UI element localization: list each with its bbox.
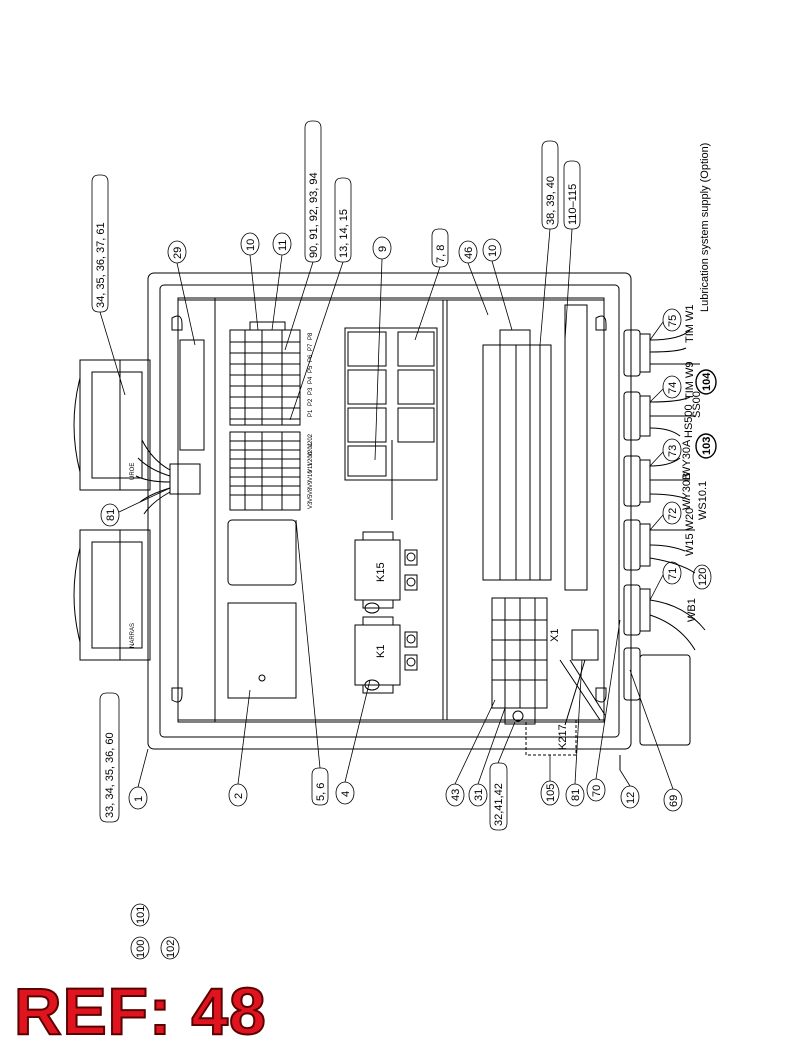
callout-32-41-42: 32,41,42	[493, 783, 505, 826]
terminal-label-p6: P6	[308, 354, 314, 362]
callout-12: 12	[625, 792, 637, 804]
wire-label-wy30b: WY30B	[681, 473, 693, 510]
callout-1: 1	[133, 796, 145, 802]
callout-10b: 10	[487, 245, 499, 257]
terminal-label-v8: V8	[308, 487, 314, 495]
callout-46: 46	[463, 247, 475, 259]
terminal-label-v202: V202	[308, 433, 314, 448]
terminal-strip-31	[491, 597, 548, 725]
cabinet-inner-frame	[159, 284, 620, 738]
wire-label-ws10-1: WS10.1	[697, 481, 709, 520]
wire-label-wy30a: WY30A	[681, 439, 693, 477]
wire-label-tim-w9: TIM W9	[684, 362, 696, 401]
callout-5-6: 5, 6	[315, 783, 327, 801]
terminal-label-p5: P5	[308, 365, 314, 373]
door-handle-lower	[73, 529, 151, 661]
callout-9: 9	[377, 246, 389, 252]
relay-grid	[344, 327, 438, 481]
callout-74: 74	[667, 382, 679, 394]
terminal-label-p3: P3	[308, 387, 314, 395]
terminal-block-v	[229, 431, 301, 511]
lubrication-label: Lubrication system supply (Option)	[699, 143, 711, 312]
label-k15: K15	[375, 562, 387, 582]
callout-69: 69	[668, 795, 680, 807]
terminal-label-p4: P4	[308, 376, 314, 384]
terminal-label-p2: P2	[308, 398, 314, 406]
terminal-label-v200: V200	[308, 451, 314, 466]
callout-73: 73	[667, 445, 679, 457]
terminal-label-v201: V201	[308, 442, 314, 457]
callout-105: 105	[545, 784, 557, 802]
callout-75: 75	[667, 315, 679, 327]
callout-72: 72	[667, 508, 679, 520]
wire-label-w15-w20: W15 W20	[684, 508, 696, 556]
junction-box-81	[169, 463, 201, 495]
callout-103: 103	[701, 437, 713, 455]
label-k1: K1	[375, 645, 387, 658]
label-x1: X1	[549, 629, 561, 642]
contactor-k15	[354, 531, 418, 614]
cable-glands	[623, 329, 691, 746]
callout-10a: 10	[245, 239, 257, 251]
callout-81-side: 81	[105, 509, 117, 521]
callout-38-40: 38, 39, 40	[545, 176, 557, 225]
ref-label: REF: 48	[13, 974, 267, 1048]
callout-71: 71	[667, 568, 679, 580]
terminal-label-v5: V5	[308, 494, 314, 502]
callout-120: 120	[697, 568, 709, 586]
terminal-label-v3: V3	[308, 501, 314, 509]
cabinet-outer-frame	[147, 272, 632, 750]
terminal-label-v11: V11	[308, 462, 314, 473]
callout-2: 2	[233, 793, 245, 799]
callout-81: 81	[570, 789, 582, 801]
power-unit-upper	[227, 519, 297, 586]
mounting-plate	[177, 297, 605, 723]
door-handle-upper	[73, 359, 151, 491]
callout-34-61: 34, 35, 36, 37, 61	[95, 222, 107, 308]
callout-70: 70	[591, 785, 603, 797]
callout-101: 101	[135, 906, 147, 924]
callout-90-94: 90, 91, 92, 93, 94	[308, 172, 320, 258]
terminal-label-p8: P8	[308, 332, 314, 340]
callout-7-8: 7, 8	[435, 245, 447, 263]
connector-x1	[571, 629, 599, 661]
callout-104: 104	[701, 372, 713, 391]
terminal-label-v9: V9	[308, 480, 314, 488]
component-29	[179, 339, 205, 451]
wire-label-hs500: HS500	[683, 404, 695, 438]
terminal-label-v10: V10	[308, 470, 314, 481]
callout-31: 31	[473, 789, 485, 801]
k217-box	[525, 719, 577, 756]
callout-102: 102	[165, 940, 177, 958]
terminal-label-p7: P7	[308, 343, 314, 351]
wire-label-tim-w1: TIM W1	[684, 305, 696, 344]
contactor-k1	[354, 616, 418, 694]
label-k217: K217	[557, 724, 569, 750]
callout-13-15: 13, 14, 15	[338, 209, 350, 258]
callout-29: 29	[172, 247, 184, 259]
callout-43: 43	[450, 789, 462, 801]
power-unit-lower	[227, 602, 297, 699]
callout-4: 4	[340, 791, 352, 797]
terminal-strip-main	[482, 329, 552, 581]
callout-110-115: 110–115	[567, 184, 579, 225]
wire-label-ss00: SS00	[691, 391, 703, 418]
label-narras: NARRAS	[130, 623, 136, 648]
terminal-strip-110-115	[564, 304, 588, 591]
terminal-label-p1: P1	[308, 409, 314, 417]
label-uroe: UROE	[130, 463, 136, 480]
callout-100: 100	[135, 940, 147, 958]
terminal-block-p	[229, 321, 301, 426]
wire-label-wb1: WB1	[686, 598, 698, 622]
callout-33-60: 33, 34, 35, 36, 60	[104, 732, 116, 818]
callout-11: 11	[277, 240, 289, 251]
